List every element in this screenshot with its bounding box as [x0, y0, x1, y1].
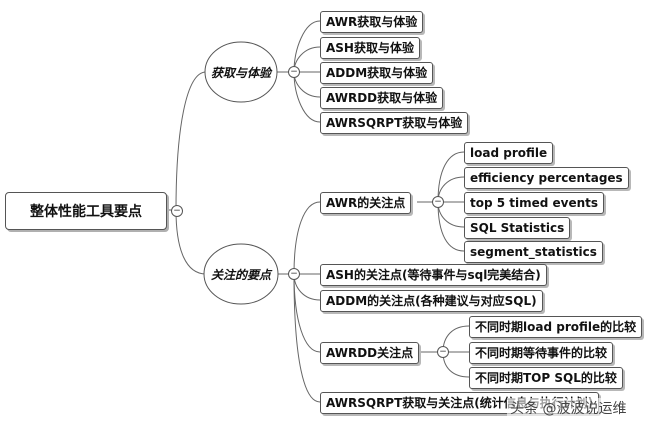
collapse-toggle-icon[interactable]: −: [437, 346, 449, 358]
root-node[interactable]: 整体性能工具要点: [5, 192, 167, 230]
awr-child[interactable]: SQL Statistics: [464, 217, 571, 239]
branch1-child[interactable]: AWR获取与体验: [320, 11, 424, 33]
awr-child[interactable]: segment_statistics: [464, 241, 603, 263]
ash-focus-node[interactable]: ASH的关注点(等待事件与sql完美结合): [320, 264, 547, 286]
branch1-ellipse: [204, 41, 278, 103]
awr-focus-node[interactable]: AWR的关注点: [320, 192, 412, 214]
awrdd-focus-node[interactable]: AWRDD关注点: [320, 342, 420, 364]
addm-focus-node[interactable]: ADDM的关注点(各种建议与对应SQL): [320, 290, 543, 312]
branch1-child[interactable]: ADDM获取与体验: [320, 62, 434, 84]
awr-child[interactable]: load profile: [464, 142, 554, 164]
watermark: 头条 @波波说运维: [507, 398, 630, 418]
collapse-toggle-icon[interactable]: −: [288, 66, 300, 78]
branch1-child[interactable]: AWRDD获取与体验: [320, 87, 444, 109]
awr-child[interactable]: efficiency percentages: [464, 167, 629, 189]
collapse-toggle-icon[interactable]: −: [288, 268, 300, 280]
branch2-label[interactable]: 关注的要点: [210, 267, 271, 282]
awrdd-child[interactable]: 不同时期TOP SQL的比较: [469, 367, 623, 389]
awrdd-child[interactable]: 不同时期等待事件的比较: [469, 342, 614, 364]
branch2-ellipse: [203, 243, 279, 305]
branch1-child[interactable]: AWRSQRPT获取与体验: [320, 112, 469, 134]
collapse-toggle-icon[interactable]: −: [432, 196, 444, 208]
awrdd-child[interactable]: 不同时期load profile的比较: [469, 316, 643, 338]
collapse-toggle-icon[interactable]: −: [171, 205, 183, 217]
branch1-child[interactable]: ASH获取与体验: [320, 37, 420, 59]
awr-child[interactable]: top 5 timed events: [464, 192, 605, 214]
branch1-label[interactable]: 获取与体验: [210, 65, 271, 80]
